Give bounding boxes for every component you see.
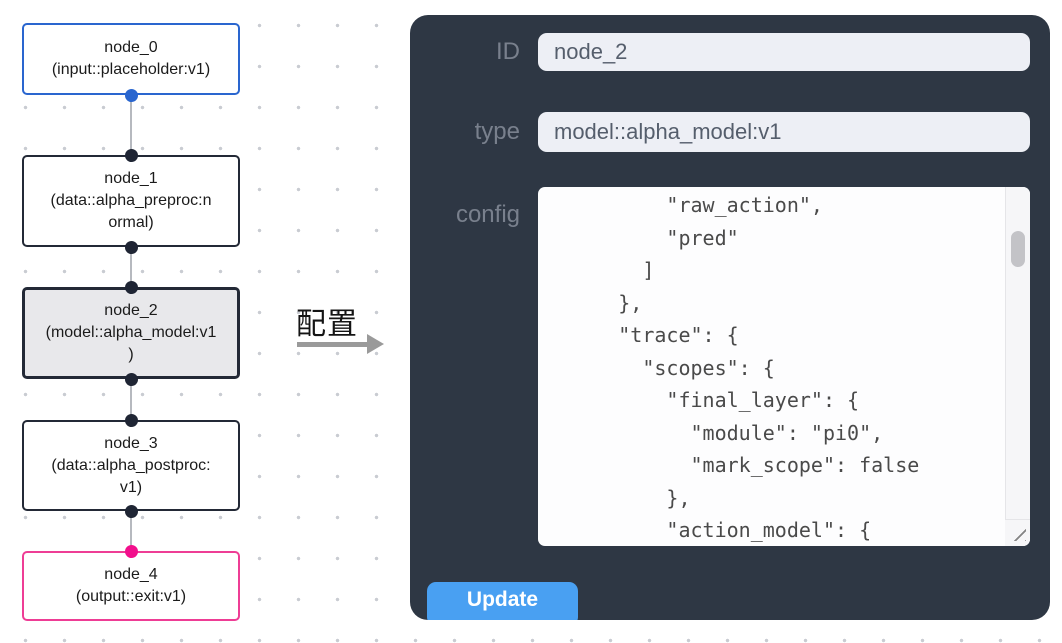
arrow-head-icon bbox=[367, 334, 384, 354]
node-label-line: v1) bbox=[119, 478, 143, 496]
node-label-line: (model::alpha_model:v1 bbox=[45, 324, 217, 341]
node-label-line: node_3 bbox=[104, 434, 158, 452]
edge-node1-node2 bbox=[130, 247, 132, 287]
node-label-line: ormal) bbox=[108, 214, 154, 231]
config-textarea[interactable]: "raw_action", "pred" ] }, "trace": { "sc… bbox=[538, 187, 1030, 546]
port-node0-bottom[interactable] bbox=[125, 89, 138, 102]
node-label-line: (data::alpha_preproc:n bbox=[50, 192, 212, 209]
resize-handle-icon[interactable] bbox=[1012, 527, 1026, 541]
port-node1-bottom[interactable] bbox=[125, 241, 138, 254]
port-node2-top[interactable] bbox=[125, 281, 138, 294]
edge-node2-node3 bbox=[130, 379, 132, 420]
edge-node3-node4 bbox=[130, 511, 132, 551]
arrow-icon bbox=[297, 342, 369, 347]
port-node4-top[interactable] bbox=[125, 545, 138, 558]
node-label-line: (data::alpha_postproc: bbox=[51, 456, 211, 474]
config-panel: ID type config "raw_action", "pred" ] },… bbox=[410, 15, 1050, 620]
id-input[interactable] bbox=[538, 33, 1030, 71]
config-scrollbar-thumb[interactable] bbox=[1011, 231, 1025, 267]
update-button[interactable]: Update bbox=[427, 582, 578, 620]
port-node3-top[interactable] bbox=[125, 414, 138, 427]
node-label-line: node_0 bbox=[104, 39, 158, 56]
node-label-line: (input::placeholder:v1) bbox=[51, 61, 211, 78]
flow-node-node_0[interactable]: node_0 (input::placeholder:v1) bbox=[22, 23, 240, 95]
flow-node-node_4[interactable]: node_4 (output::exit:v1) bbox=[22, 551, 240, 621]
flow-node-node_2-selected[interactable]: node_2 (model::alpha_model:v1 ) bbox=[22, 287, 240, 379]
type-field-label: type bbox=[474, 118, 520, 145]
config-json-text: "raw_action", "pred" ] }, "trace": { "sc… bbox=[618, 193, 920, 542]
node-label-line: (output::exit:v1) bbox=[75, 588, 187, 605]
port-node2-bottom[interactable] bbox=[125, 373, 138, 386]
config-field-label: config bbox=[455, 201, 520, 228]
edge-node0-node1 bbox=[130, 95, 132, 155]
config-scrollbar-corner bbox=[1005, 519, 1030, 546]
port-node1-top[interactable] bbox=[125, 149, 138, 162]
config-scrollbar-track[interactable] bbox=[1005, 187, 1030, 546]
port-node3-bottom[interactable] bbox=[125, 505, 138, 518]
type-input[interactable] bbox=[538, 112, 1030, 152]
node-label-line: node_2 bbox=[104, 302, 158, 319]
node-label-line: node_4 bbox=[104, 566, 158, 583]
node-label-line: ) bbox=[128, 346, 134, 363]
flow-node-node_3[interactable]: node_3 (data::alpha_postproc: v1) bbox=[22, 420, 240, 511]
transition-label: 配置 bbox=[296, 308, 358, 341]
flow-node-node_1[interactable]: node_1 (data::alpha_preproc:n ormal) bbox=[22, 155, 240, 247]
id-field-label: ID bbox=[496, 38, 520, 65]
node-label-line: node_1 bbox=[104, 170, 158, 187]
